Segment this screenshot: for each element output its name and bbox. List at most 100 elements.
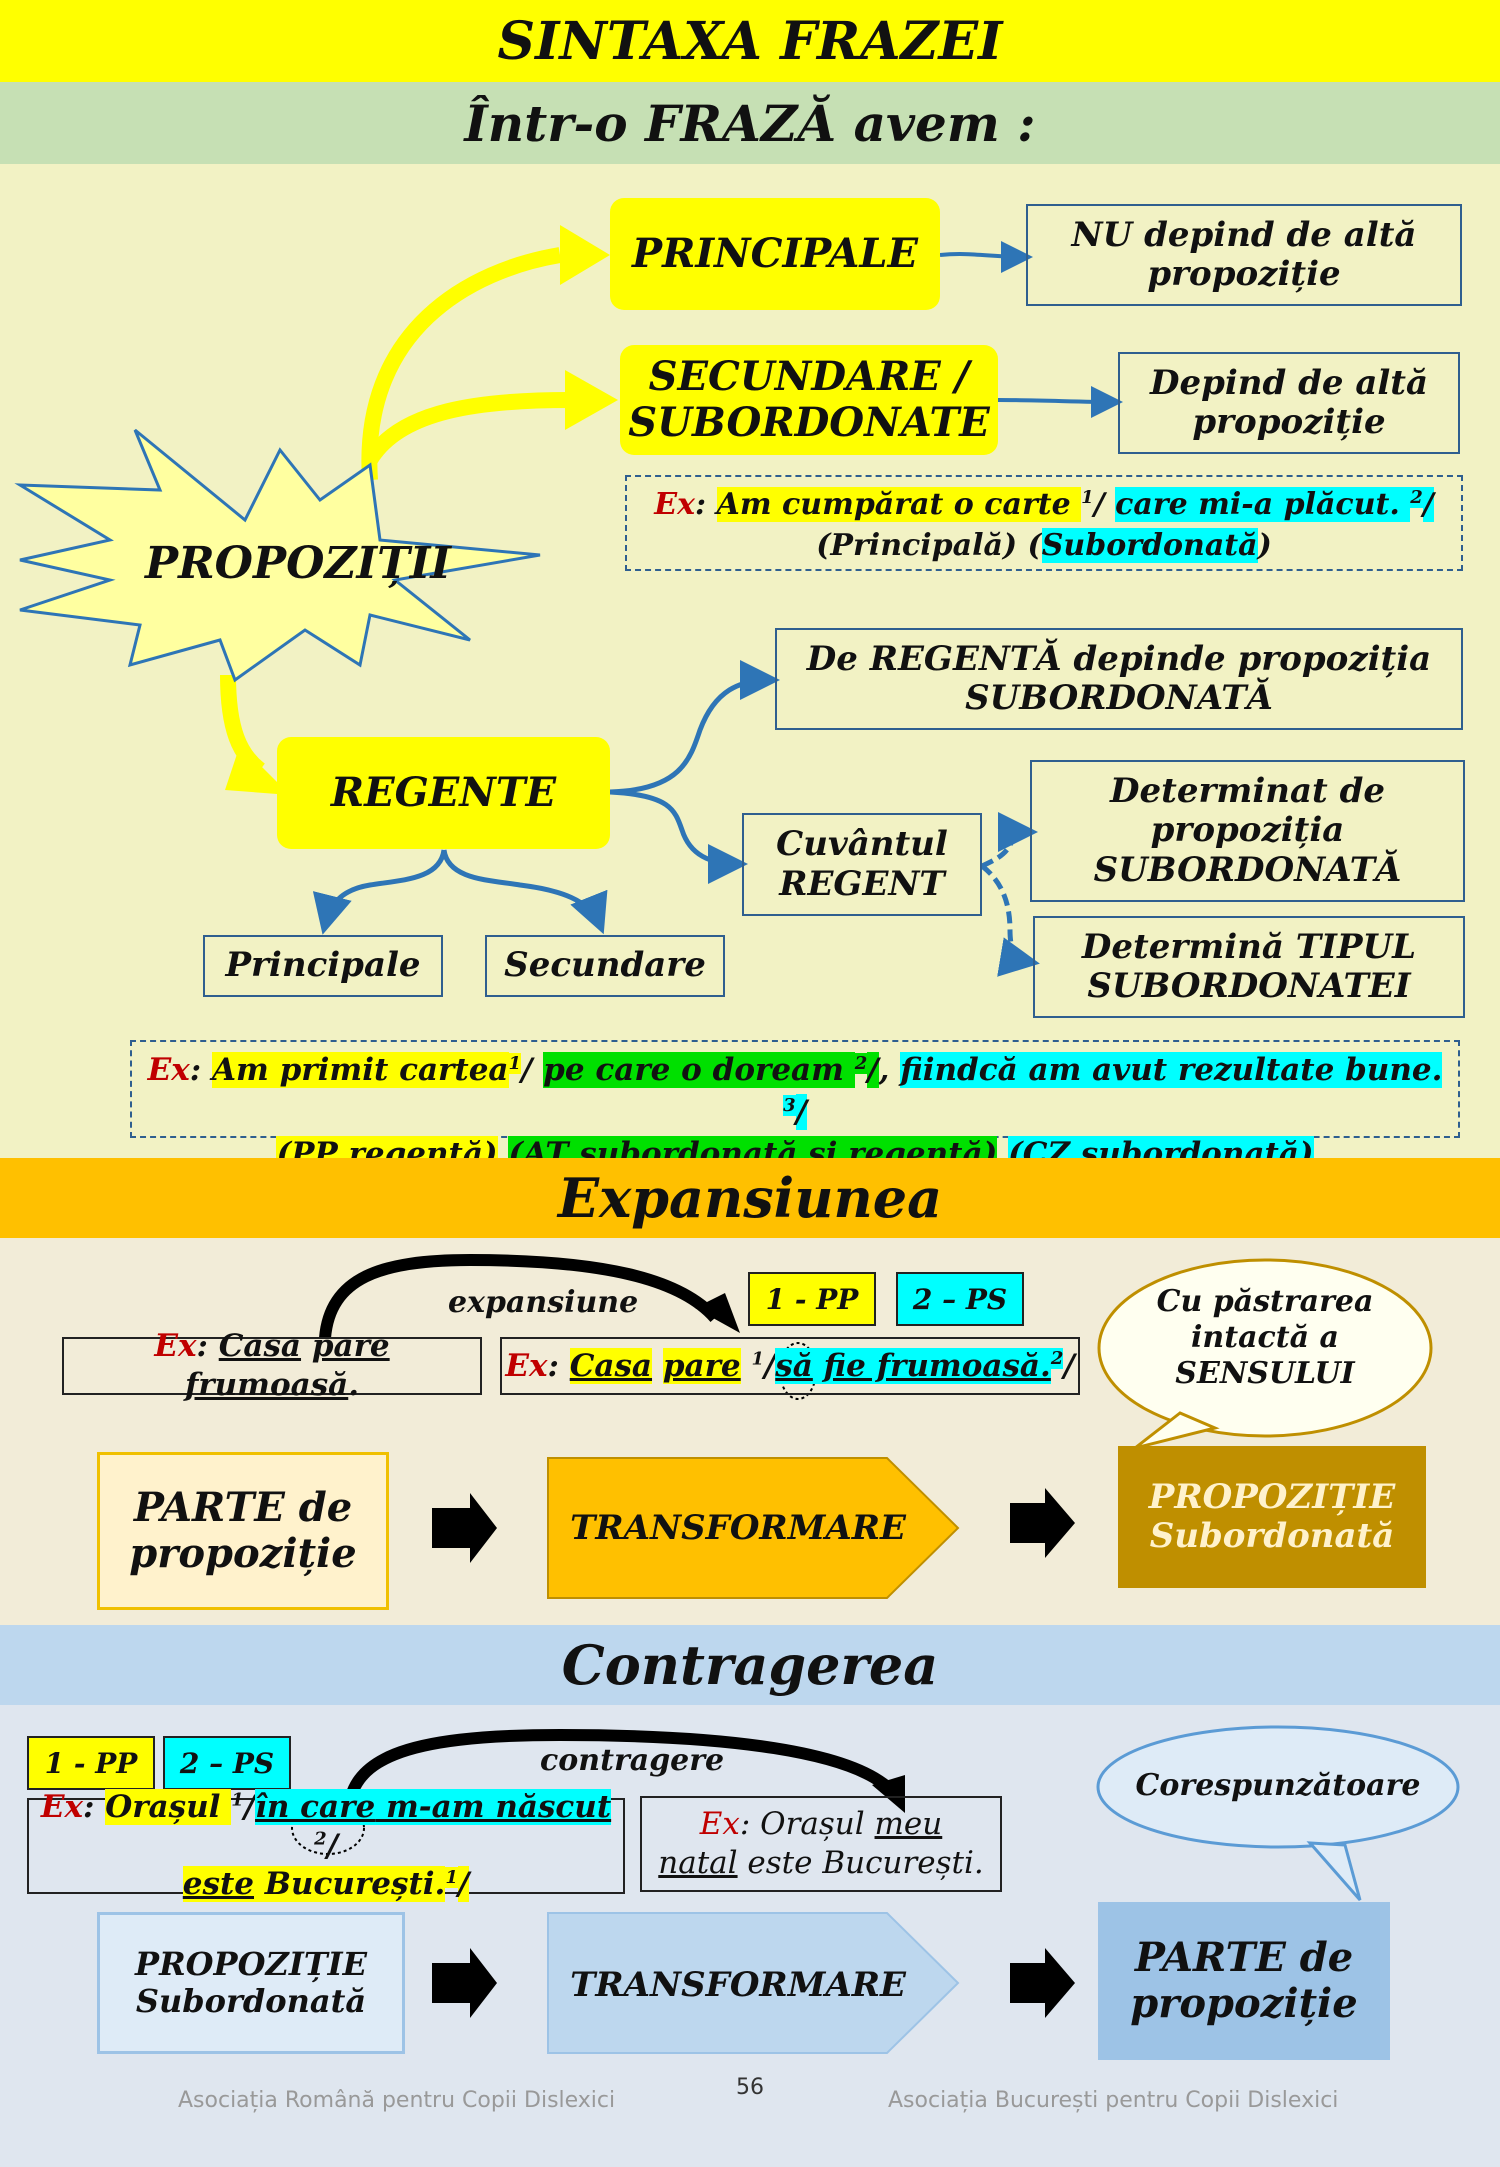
contraction-curved-arrow bbox=[342, 1728, 900, 1816]
regenta-desc-box: De REGENTĂ depinde propoziția SUBORDONAT… bbox=[775, 628, 1463, 730]
example-1-part2: care mi-a plăcut. bbox=[1115, 487, 1411, 522]
expansion-to-box: PROPOZIȚIE Subordonată bbox=[1118, 1446, 1426, 1588]
determina-line1: Determină TIPUL bbox=[1081, 926, 1417, 967]
secundare-desc-line2: propoziție bbox=[1192, 402, 1386, 442]
expansion-from-line2: propoziție bbox=[129, 1530, 357, 1577]
expansion-transform-chevron bbox=[547, 1457, 960, 1599]
sentence-diagram-arrows bbox=[14, 225, 1123, 977]
expansion-title: Expansiunea bbox=[557, 1166, 943, 1230]
propozitii-starburst bbox=[14, 428, 541, 683]
expansion-tag-pp: 1 - PP bbox=[748, 1272, 876, 1326]
example-2-sup1: 1 bbox=[508, 1052, 522, 1074]
cuvantul-regent-box: Cuvântul REGENT bbox=[742, 813, 982, 916]
contraction-bubble-text: Corespunzătoare bbox=[1135, 1768, 1421, 1803]
contraction-tag-pp: 1 - PP bbox=[27, 1736, 155, 1790]
title-band: SINTAXA FRAZEI bbox=[0, 0, 1500, 82]
expansion-from-box: PARTE de propoziție bbox=[97, 1452, 389, 1610]
page-subtitle: Într-o FRAZĂ avem : bbox=[464, 93, 1036, 153]
expansion-right-sup2: 2 bbox=[1050, 1348, 1064, 1370]
expansion-left-w1: Casa bbox=[218, 1328, 302, 1365]
expansion-example-right: Ex: Casa pare 1/să fie frumoasă.2/ bbox=[500, 1337, 1080, 1395]
contraction-left-sup2: 2 bbox=[314, 1828, 327, 1850]
example-1-label1: (Principală) bbox=[816, 527, 1018, 563]
secundare-box: SECUNDARE / SUBORDONATE bbox=[620, 345, 998, 455]
arrow-regente-principale bbox=[312, 849, 447, 935]
contraction-left-w4: este bbox=[182, 1866, 254, 1903]
expansion-band: Expansiunea bbox=[0, 1158, 1500, 1238]
page-title: SINTAXA FRAZEI bbox=[497, 10, 1003, 72]
example-2-sentence: Ex: Am primit cartea1/ pe care o doream … bbox=[132, 1050, 1458, 1134]
contraction-left-w3: m-am născut bbox=[375, 1788, 612, 1825]
example-1-label2-close: ) bbox=[1257, 527, 1272, 563]
footer-page-number: 56 bbox=[736, 2075, 764, 2100]
secundare-label-line1: SECUNDARE / bbox=[648, 353, 970, 400]
footer-right: Asociația București pentru Copii Dislexi… bbox=[888, 2088, 1339, 2113]
contraction-left-colon: : bbox=[82, 1788, 106, 1825]
determina-line2: SUBORDONATEI bbox=[1087, 966, 1411, 1006]
example-1-label2: Subordonată bbox=[1041, 527, 1258, 563]
expansion-bubble-tail bbox=[1134, 1411, 1220, 1450]
contraction-from-line2: Subordonată bbox=[135, 1982, 367, 2020]
expansion-right-colon: : bbox=[547, 1347, 570, 1384]
contraction-left-sup1: 1 bbox=[231, 1789, 244, 1811]
expansion-tag-ps-label: 2 – PS bbox=[912, 1282, 1008, 1316]
expansion-to-line1: PROPOZIȚIE bbox=[1148, 1476, 1396, 1517]
expansion-tag-ps: 2 – PS bbox=[896, 1272, 1024, 1326]
secundare-desc-box: Depind de altă propoziție bbox=[1118, 352, 1460, 454]
determinat-line3: SUBORDONATĂ bbox=[1093, 849, 1402, 890]
regenta-desc-line2: SUBORDONATĂ bbox=[965, 678, 1273, 718]
contraction-left-slash2: / bbox=[326, 1827, 338, 1864]
example-2-colon: : bbox=[189, 1052, 212, 1088]
arrow-regente-cuvant bbox=[609, 789, 748, 884]
example-1-label2-open: ( bbox=[1017, 527, 1042, 563]
yellow-arrowhead-secundare bbox=[565, 370, 618, 430]
regente-label: REGENTE bbox=[330, 769, 557, 816]
contraction-left-ex: Ex bbox=[40, 1788, 83, 1825]
yellow-arrow-principale bbox=[361, 247, 562, 481]
expansion-right-ex: Ex bbox=[505, 1347, 548, 1384]
contraction-band: Contragerea bbox=[0, 1625, 1500, 1705]
contraction-tag-pp-label: 1 - PP bbox=[44, 1746, 138, 1780]
example-2-slash2: / bbox=[867, 1052, 879, 1088]
contraction-to-box: PARTE de propoziție bbox=[1098, 1902, 1390, 2060]
example-2-sup2: 2 bbox=[854, 1052, 868, 1074]
example-2-box: Ex: Am primit cartea1/ pe care o doream … bbox=[130, 1040, 1460, 1172]
contraction-left-w1: Orașul bbox=[105, 1788, 232, 1825]
expansion-transform-label: TRANSFORMARE bbox=[570, 1508, 906, 1548]
contraction-right-w1: Orașul bbox=[760, 1806, 875, 1843]
subtitle-band: Într-o FRAZĂ avem : bbox=[0, 82, 1500, 164]
contraction-flow-arrow-2 bbox=[1010, 1948, 1075, 2018]
expansion-right-slash2: / bbox=[1063, 1347, 1075, 1384]
example-1-labels: (Principală) (Subordonată) bbox=[627, 526, 1461, 567]
expansion-example-left: Ex: Casa pare frumoasă. bbox=[62, 1328, 482, 1403]
example-2-ex: Ex bbox=[147, 1052, 190, 1088]
example-2-slash3: / bbox=[795, 1093, 807, 1130]
expansion-left-w3: frumoasă bbox=[184, 1367, 349, 1403]
expansion-flow-arrow-2 bbox=[1010, 1488, 1075, 1558]
example-2-slash1: / bbox=[521, 1052, 544, 1088]
expansion-left-w2: pare bbox=[311, 1328, 390, 1365]
contraction-from-box: PROPOZIȚIE Subordonată bbox=[97, 1912, 405, 2054]
yellow-arrow-secundare bbox=[363, 392, 571, 465]
secundare-label-line2: SUBORDONATE bbox=[628, 399, 990, 446]
principale-desc-line2: propoziție bbox=[1147, 254, 1341, 294]
contraction-bubble-tail bbox=[1306, 1841, 1362, 1901]
contraction-title: Contragerea bbox=[561, 1633, 939, 1697]
cuvantul-regent-line1: Cuvântul bbox=[776, 824, 948, 865]
yellow-arrowhead-regente bbox=[225, 745, 290, 795]
arrow-regente-desc bbox=[609, 660, 780, 795]
expansion-to-line2: Subordonată bbox=[1149, 1516, 1395, 1556]
contraction-right-w2: meu bbox=[874, 1806, 943, 1843]
contraction-graphics bbox=[291, 1725, 1460, 2054]
example-1-box: Ex: Am cumpărat o carte 1/ care mi-a plă… bbox=[625, 475, 1463, 571]
contraction-left-w5: București. bbox=[254, 1866, 446, 1903]
expansion-bubble-line1: Cu păstrarea bbox=[1156, 1284, 1374, 1319]
example-2-comma: , bbox=[878, 1052, 901, 1088]
expansion-flow-arrow-1 bbox=[432, 1493, 497, 1563]
expansion-right-w2: pare bbox=[662, 1347, 741, 1384]
contraction-example-left: Ex: Orașul 1/în care m-am născut 2/ este… bbox=[27, 1788, 625, 1903]
reg-secundare-label: Secundare bbox=[504, 945, 706, 986]
contraction-transform-chevron bbox=[547, 1912, 960, 2054]
footer-left: Asociația Română pentru Copii Dislexici bbox=[178, 2088, 616, 2113]
expansion-bubble-line2: intactă a bbox=[1191, 1320, 1339, 1355]
